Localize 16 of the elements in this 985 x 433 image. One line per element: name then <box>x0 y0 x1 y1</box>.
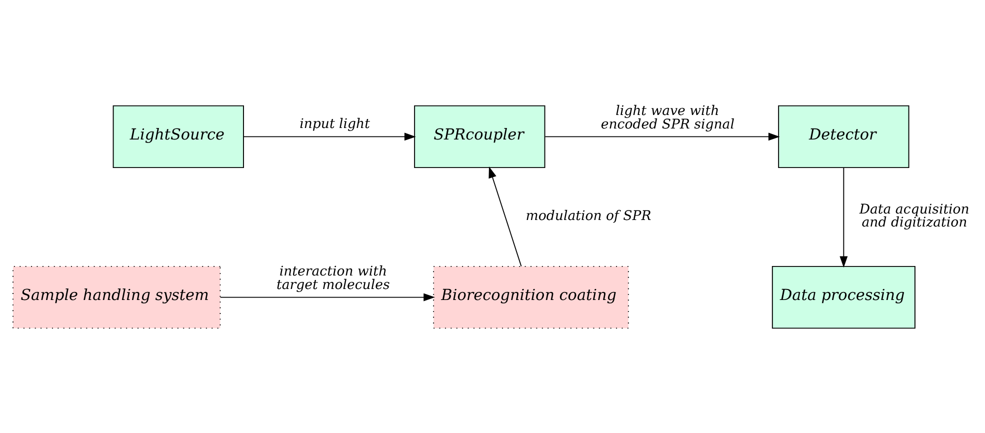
edge-label: input light <box>300 116 370 132</box>
edge-label: light wave with encoded SPR signal <box>600 104 734 132</box>
arrow <box>243 132 416 140</box>
arrow <box>220 292 435 301</box>
node-box: LightSource <box>112 104 244 168</box>
node-box: Detector <box>778 104 910 168</box>
node-box: Sample handling system <box>12 265 221 328</box>
node-box: Biorecognition coating <box>433 265 629 328</box>
edge-label: Data acquisition and digitization <box>859 202 970 230</box>
node-box: SPRcoupler <box>414 104 546 168</box>
edge-label: modulation of SPR <box>526 208 652 224</box>
arrow <box>544 132 780 140</box>
arrow <box>488 166 522 266</box>
arrow <box>840 166 848 268</box>
edge-label: interaction with target molecules <box>276 264 390 292</box>
node-box: Data processing <box>772 265 916 328</box>
